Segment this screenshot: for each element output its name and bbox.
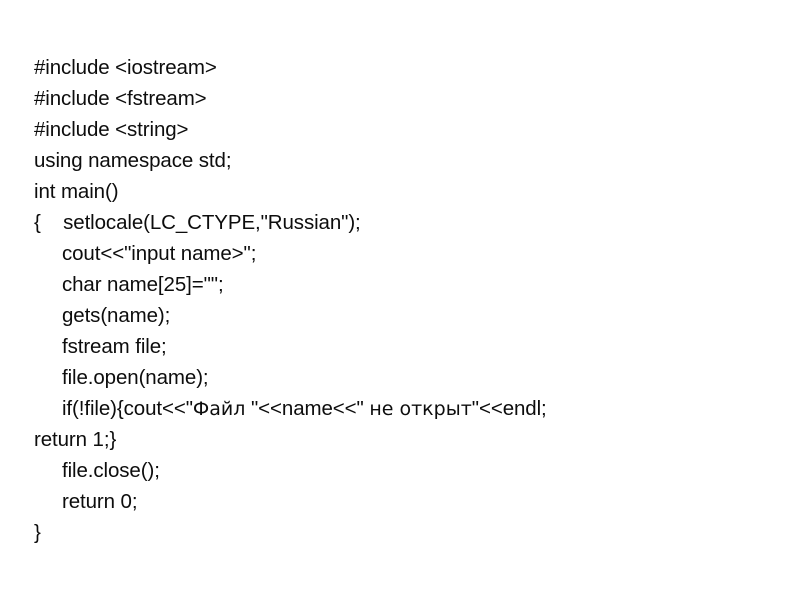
code-line: if(!file){cout<<"Файл "<<name<<" не откр… <box>34 393 774 424</box>
code-line: char name[25]=""; <box>34 269 774 300</box>
code-text: if(!file){cout<<" <box>34 397 193 420</box>
code-text: #include <fstream> <box>34 87 207 110</box>
code-listing: #include <iostream> #include <fstream> #in… <box>34 52 774 548</box>
code-line: int main() <box>34 176 774 207</box>
code-line: } <box>34 517 774 548</box>
code-line: return 0; <box>34 486 774 517</box>
code-text: file.close(); <box>34 459 160 482</box>
code-text: int main() <box>34 180 119 203</box>
code-line: cout<<"input name>"; <box>34 238 774 269</box>
code-text: using namespace std; <box>34 149 232 172</box>
code-text: "<<name<<" <box>245 397 370 420</box>
code-line: file.close(); <box>34 455 774 486</box>
code-line: fstream file; <box>34 331 774 362</box>
code-text: gets(name); <box>34 304 171 327</box>
code-line: { setlocale(LC_CTYPE,"Russian"); <box>34 207 774 238</box>
code-line: #include <string> <box>34 114 774 145</box>
code-text: { setlocale(LC_CTYPE,"Russian"); <box>34 211 361 234</box>
code-text: char name[25]=""; <box>34 273 224 296</box>
code-line: #include <iostream> <box>34 52 774 83</box>
code-text: } <box>34 521 41 544</box>
code-line: return 1;} <box>34 424 774 455</box>
code-text: file.open(name); <box>34 366 209 389</box>
code-line: #include <fstream> <box>34 83 774 114</box>
code-text: return 1;} <box>34 428 117 451</box>
code-line: gets(name); <box>34 300 774 331</box>
code-line: using namespace std; <box>34 145 774 176</box>
code-text: fstream file; <box>34 335 167 358</box>
code-text: cout<<"input name>"; <box>34 242 257 265</box>
code-line: file.open(name); <box>34 362 774 393</box>
code-text: return 0; <box>34 490 138 513</box>
code-text: #include <iostream> <box>34 56 217 79</box>
code-text-cyrillic: Файл <box>192 398 246 420</box>
code-text: "<<endl; <box>471 397 547 420</box>
code-text: #include <string> <box>34 118 189 141</box>
code-text-cyrillic: не открыт <box>369 398 472 420</box>
